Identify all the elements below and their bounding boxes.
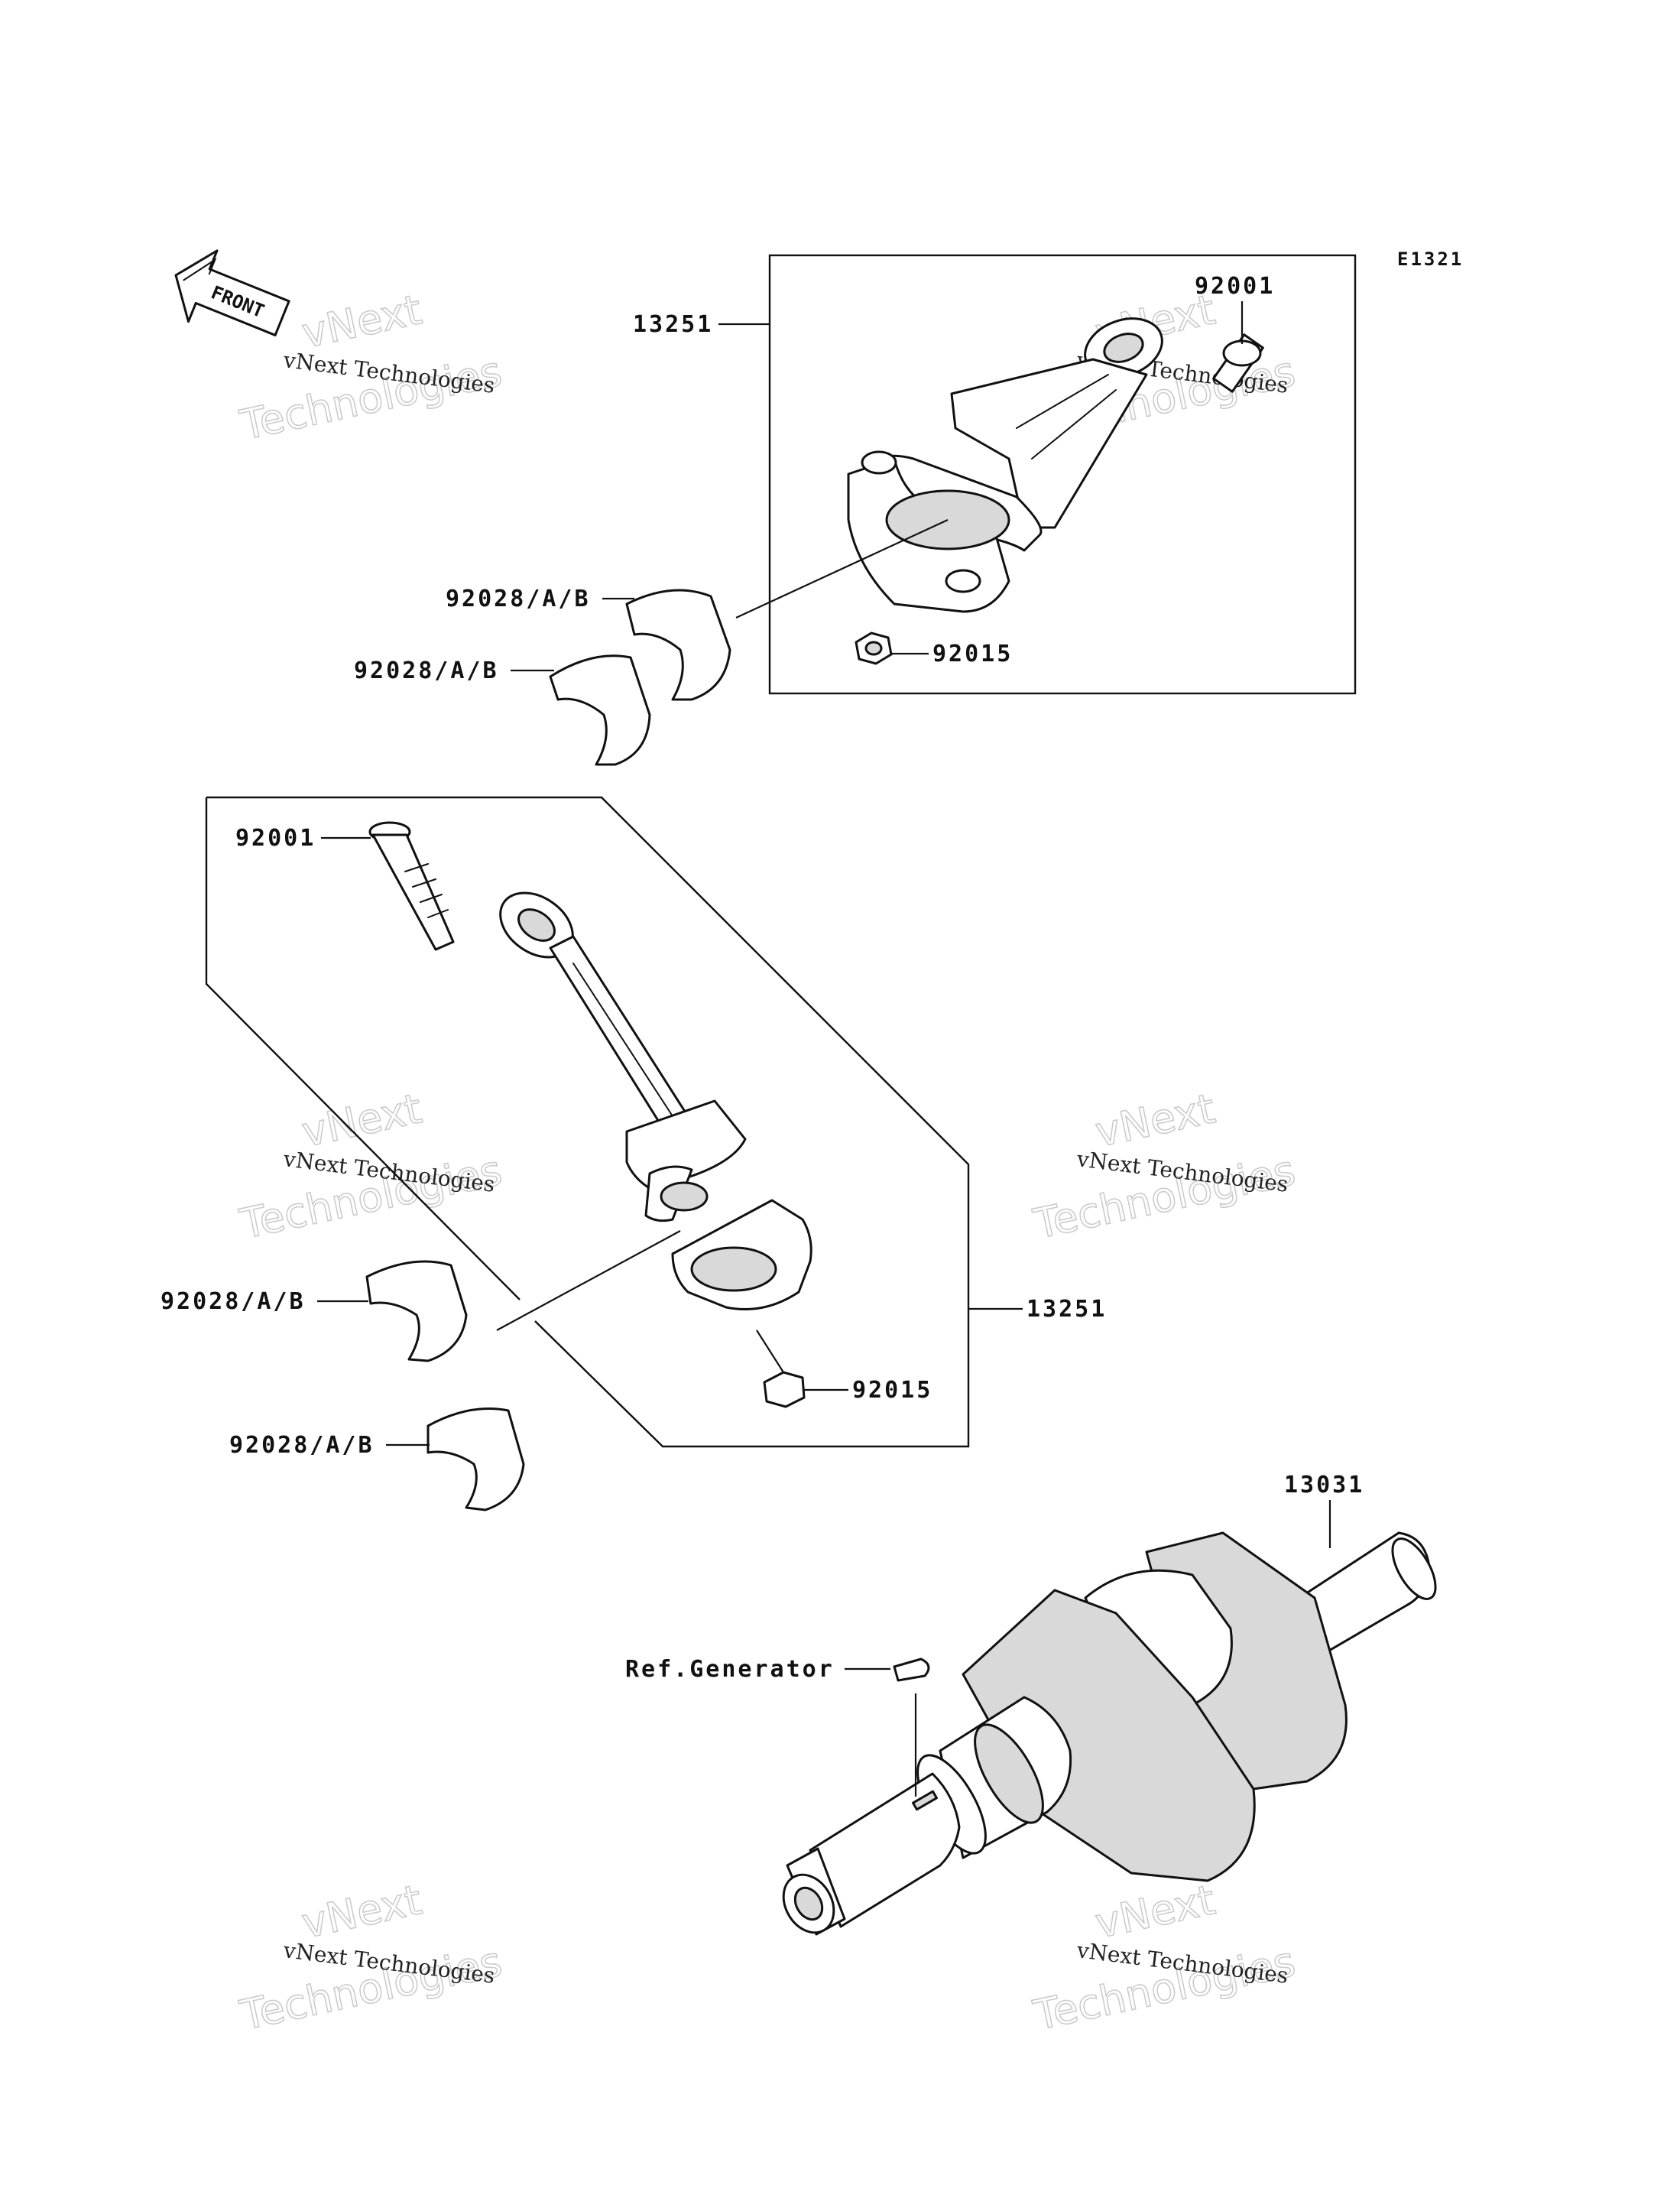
callout-upper-bearing-b-label: 92028/A/B [354,657,499,684]
callout-lower-bearing-a-label: 92028/A/B [161,1288,306,1315]
callout-lower-bolt-label: 92001 [235,825,316,852]
callout-upper-bolt-label: 92001 [1195,273,1275,300]
callout-upper-nut: 92015 [891,641,1013,667]
callout-lower-bearing-a: 92028/A/B [161,1288,368,1315]
front-arrow-icon: FRONT [174,249,290,336]
callout-lower-assembly-label: 13251 [1026,1296,1107,1323]
lower-bearing-shell-b [426,1407,525,1511]
watermark-bottom-right: vNext Technologies vNext Technologies [1029,1875,1300,2040]
upper-connecting-rod-illustration [847,317,1264,665]
callout-lower-bearing-b: 92028/A/B [229,1432,430,1459]
callout-crankshaft-label: 13031 [1284,1472,1364,1498]
callout-upper-bearing-a: 92028/A/B [446,586,634,612]
callout-upper-bearing-a-label: 92028/A/B [446,586,591,612]
watermark-large-vnext: vNext [298,1875,426,1947]
lower-connecting-rod-illustration [499,891,812,1408]
lower-bearing-axis-line [496,1230,681,1331]
upper-assembly-group [549,254,1357,766]
crankshaft-illustration [782,1531,1437,1936]
callout-lower-bolt: 92001 [235,825,371,852]
lower-assembly-group [205,796,970,1511]
lower-bearing-shell-a [365,1260,468,1362]
callout-crankshaft: 13031 [1284,1472,1364,1548]
callout-generator-ref-label: Ref.Generator [625,1656,835,1683]
callout-generator-ref: Ref.Generator [625,1656,890,1683]
watermark-large-vnext: vNext [298,285,426,357]
upper-bearing-axis-line [735,519,949,618]
lower-bolt-illustration [368,821,455,951]
woodruff-key-illustration [893,1657,930,1682]
watermark-large-vnext: vNext [1091,1084,1219,1156]
callout-lower-assembly: 13251 [968,1296,1107,1323]
watermark-middle-right: vNext Technologies vNext Technologies [1029,1083,1300,1248]
upper-assembly-frame [768,254,1357,695]
callout-upper-assembly: 13251 [633,311,770,338]
lower-nut-axis-line [756,1330,784,1373]
callout-lower-nut-label: 92015 [852,1377,932,1404]
callout-upper-bolt: 92001 [1195,273,1275,344]
callout-lower-bearing-b-label: 92028/A/B [229,1432,375,1459]
upper-bearing-shell-a [625,589,731,701]
callout-upper-bearing-b: 92028/A/B [354,657,554,684]
callout-upper-assembly-label: 13251 [633,311,713,338]
callout-lower-nut: 92015 [804,1377,932,1404]
diagram-code: E1321 [1397,248,1464,270]
watermark-middle-left: vNext Technologies vNext Technologies [235,1083,507,1248]
callout-upper-nut-label: 92015 [932,641,1013,667]
upper-bearing-shell-b [549,654,651,766]
watermark-bottom-left: vNext Technologies vNext Technologies [235,1875,507,2040]
watermark-large-vnext: vNext [1091,1875,1219,1947]
